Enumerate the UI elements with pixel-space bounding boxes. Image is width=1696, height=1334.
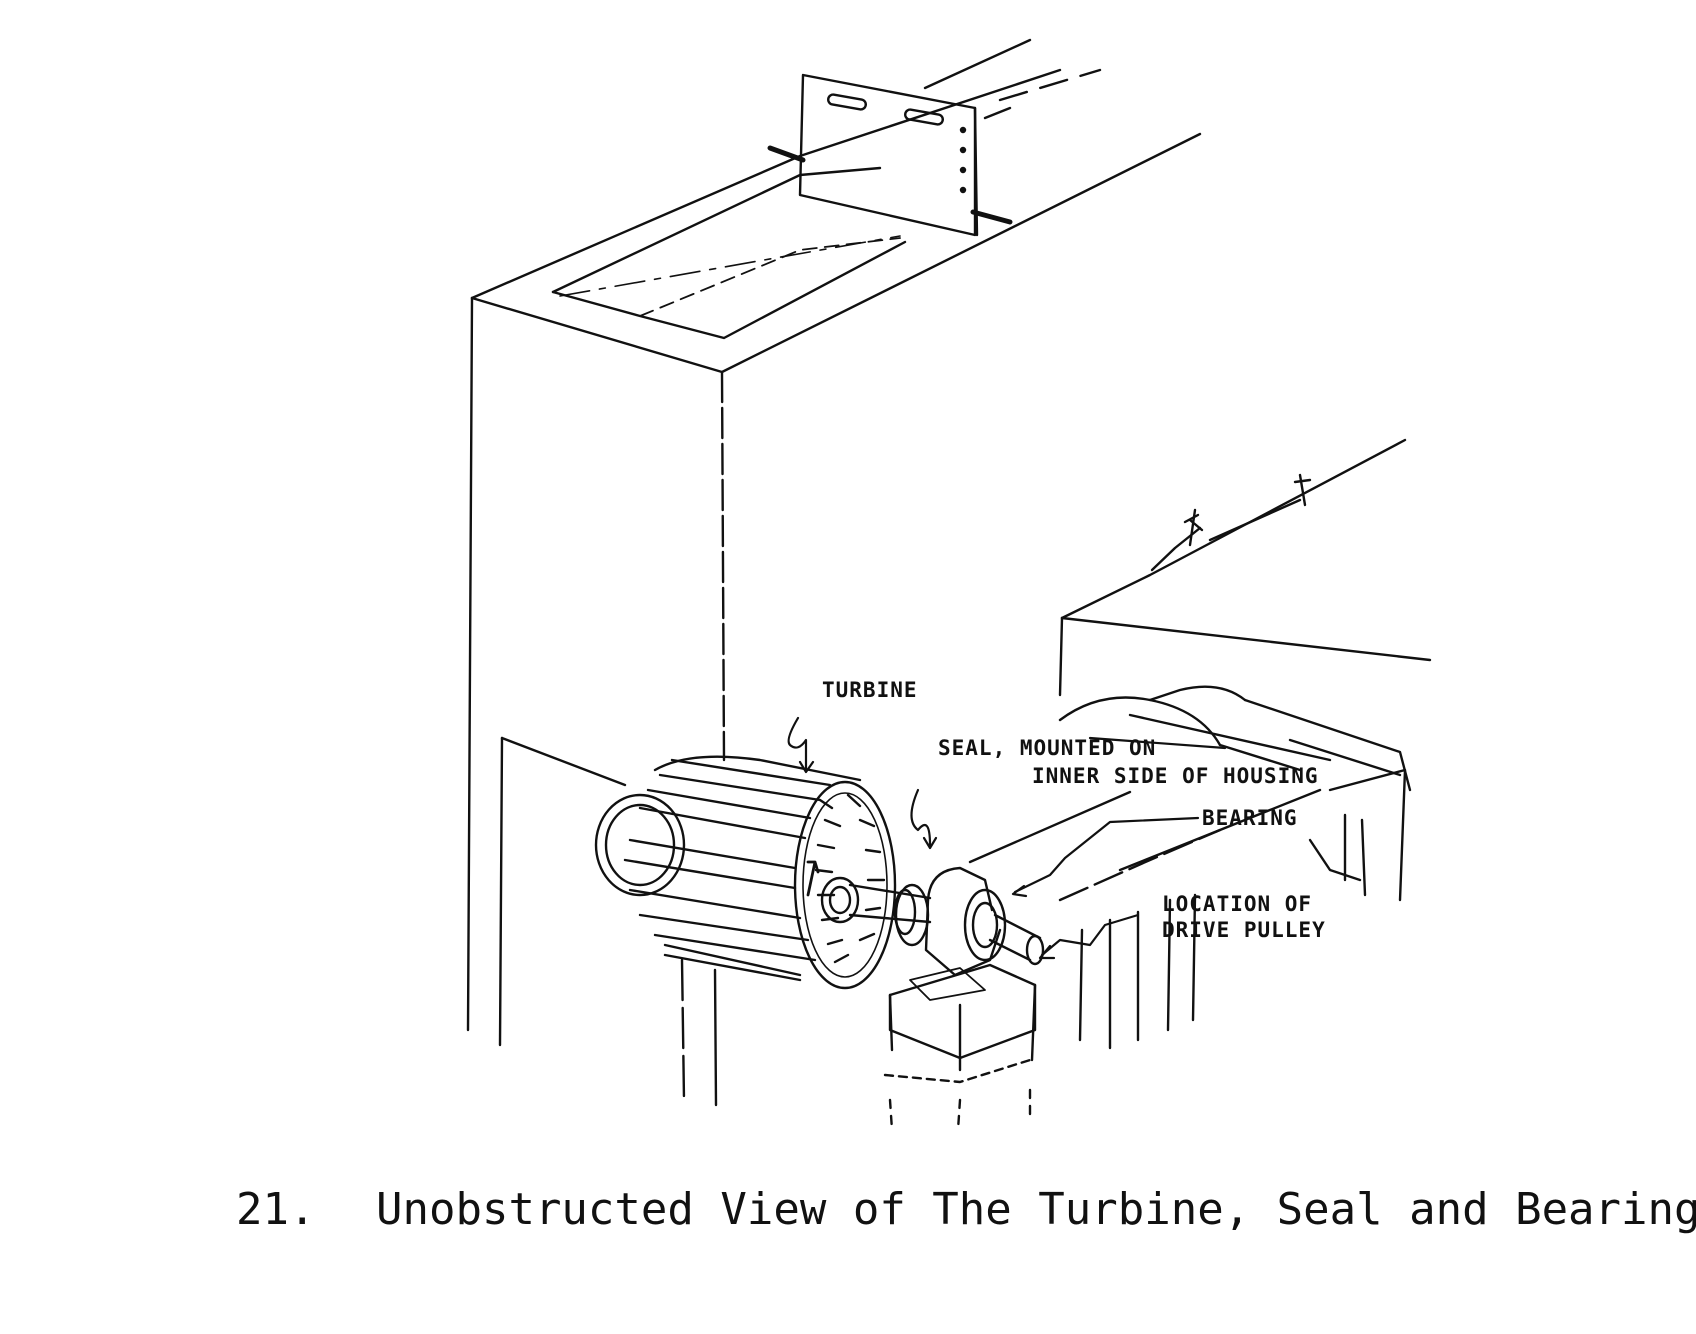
caption-text: Unobstructed View of The Turbine, Seal a… [376, 1184, 1696, 1235]
bearing-label: BEARING [1202, 806, 1298, 830]
seal-label-line1: SEAL, MOUNTED ON [938, 736, 1157, 760]
pulley-label-line2: DRIVE PULLEY [1162, 918, 1326, 942]
leader-arrows [787, 716, 1227, 960]
turbine-label: TURBINE [822, 678, 918, 702]
figure-caption: 21.Unobstructed View of The Turbine, Sea… [236, 1188, 1696, 1232]
housing [466, 38, 1202, 1107]
shaft-seal-bearing [848, 866, 1045, 1132]
turbine-runner [594, 755, 897, 990]
seal-label-line2: INNER SIDE OF HOUSING [1032, 764, 1319, 788]
right-channel [968, 438, 1432, 1050]
figure-number: 21. [236, 1184, 316, 1235]
pulley-label-line1: LOCATION OF [1162, 892, 1313, 916]
gate-plate [767, 73, 1013, 237]
